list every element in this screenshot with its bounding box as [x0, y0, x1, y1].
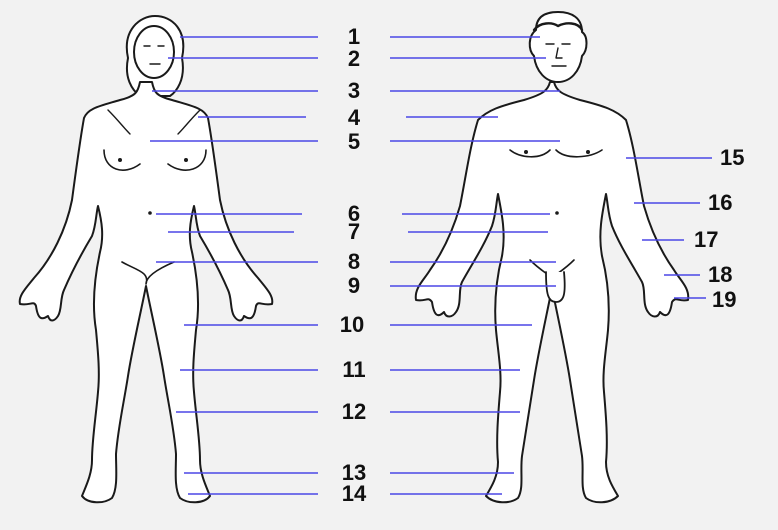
- label-4: 4: [334, 107, 374, 129]
- male-genitals: [546, 272, 565, 302]
- label-7: 7: [334, 221, 374, 243]
- label-5: 5: [334, 131, 374, 153]
- label-19: 19: [712, 289, 736, 311]
- label-16: 16: [708, 192, 732, 214]
- label-10: 10: [332, 314, 372, 336]
- label-2: 2: [334, 48, 374, 70]
- label-14: 14: [334, 483, 374, 505]
- label-17: 17: [694, 229, 718, 251]
- label-18: 18: [708, 264, 732, 286]
- label-8: 8: [334, 251, 374, 273]
- label-12: 12: [334, 401, 374, 423]
- label-1: 1: [334, 26, 374, 48]
- label-15: 15: [720, 147, 744, 169]
- label-3: 3: [334, 80, 374, 102]
- label-11: 11: [334, 359, 374, 381]
- label-9: 9: [334, 275, 374, 297]
- female-face: [134, 26, 174, 78]
